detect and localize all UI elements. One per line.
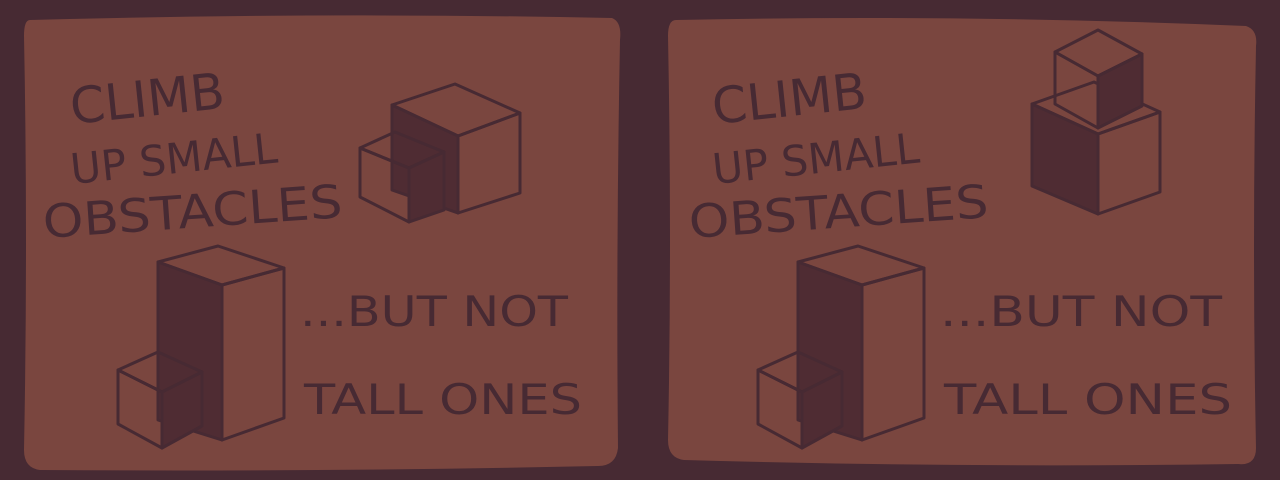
- stacked-obstacle-illustration: [1030, 28, 1162, 216]
- tall-obstacle-illustration-2: [756, 244, 926, 450]
- panel-2-caption-top: ...BUT NOT: [940, 287, 1222, 336]
- small-obstacle-illustration: [358, 82, 522, 224]
- panel-1-caption-top: ...BUT NOT: [300, 287, 568, 336]
- panel-2-caption-bottom: TALL ONES: [943, 375, 1232, 424]
- panel-1-caption-bottom: TALL ONES: [303, 375, 582, 424]
- panel-2: CLIMB UP SMALL OBSTACLES ...BUT NOT TALL…: [668, 18, 1257, 466]
- tall-obstacle-illustration: [116, 244, 286, 450]
- panel-1: CLIMB UP SMALL OBSTACLES ...BUT NOT TALL…: [24, 15, 621, 471]
